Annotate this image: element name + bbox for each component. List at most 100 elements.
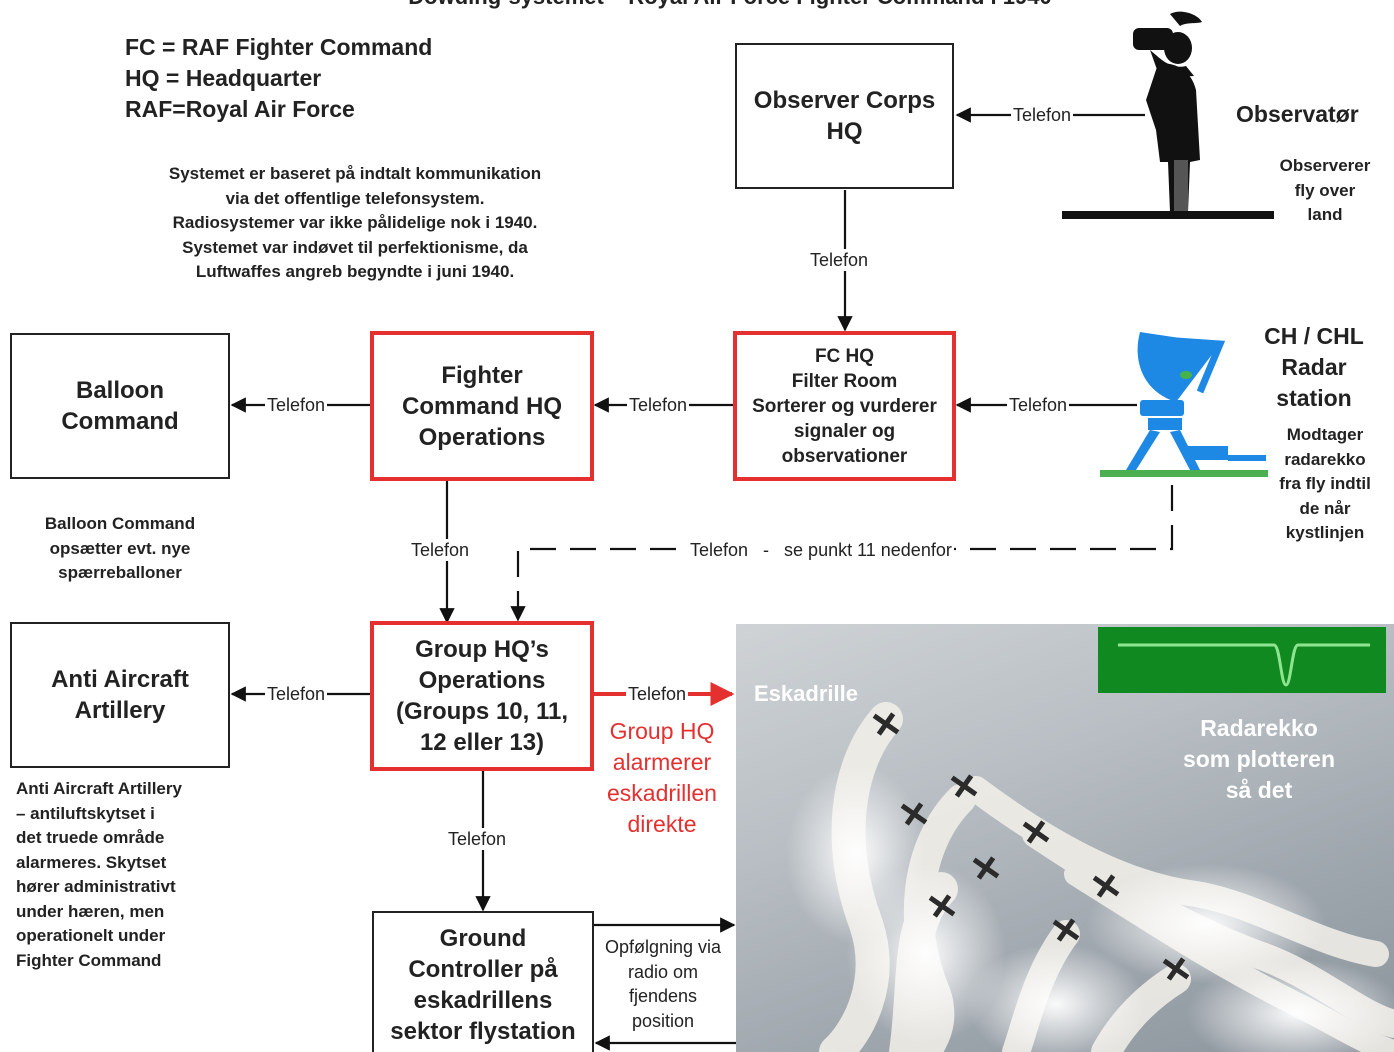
box-line: eskadrillens [413, 987, 553, 1014]
balloon-command-note: Balloon Command opsætter evt. nye spærre… [18, 512, 222, 586]
followup-line: radio om [627, 961, 699, 982]
label-fighter-to-balloon: Telefon [265, 394, 328, 416]
box-line: Balloon [76, 377, 164, 404]
radar-title-line: Radar [1281, 354, 1347, 380]
radar-description-line: radarekko [1284, 449, 1366, 469]
group-alert-line: Group HQ [609, 718, 715, 744]
intro-note-line: Systemet var indøvet til perfektionisme,… [182, 237, 528, 257]
box-line: Sorterer og vurderer [752, 395, 937, 417]
squadron-photo-art [786, 702, 1394, 1052]
label-observer-to-corps: Telefon [1011, 104, 1074, 126]
label-fchq-to-fighter: Telefon [627, 394, 690, 416]
box-line: Operations [418, 667, 546, 694]
balloon-note-line: opsætter evt. nye [49, 538, 191, 558]
aa-note-line: alarmeres. Skytset [16, 852, 167, 872]
box-line: Anti Aircraft [51, 666, 189, 693]
balloon-note-line: Balloon Command [44, 514, 196, 533]
radar-description-line: kystlinjen [1285, 523, 1365, 542]
aa-note-line: operationelt under [16, 926, 166, 945]
aa-note-line: Anti Aircraft Artillery [16, 779, 182, 798]
followup-line: position [631, 1010, 695, 1031]
observer-description-line: land [1307, 205, 1343, 224]
group-alert-line: eskadrillen [607, 780, 717, 806]
box-line: HQ [826, 118, 863, 145]
legend-fc: FC = RAF Fighter Command [125, 34, 433, 60]
label-radar-to-group: Telefon - se punkt 11 nedenfor [688, 539, 954, 561]
radar-description-line: Modtager [1286, 425, 1364, 444]
box-line: Controller på [408, 956, 558, 983]
observer-description: Observerer fly over land [1262, 154, 1388, 228]
group-alert-line: alarmerer [612, 749, 712, 775]
observer-description-line: Observerer [1279, 156, 1371, 175]
box-line: Ground [439, 925, 527, 952]
radar-title-line: CH / CHL [1264, 323, 1364, 349]
radar-station-title: CH / CHL Radar station [1254, 321, 1374, 414]
radar-echo-panel [1098, 627, 1386, 693]
radar-echo-caption-line: så det [1225, 777, 1293, 803]
label-radar-to-fchq: Telefon [1007, 394, 1070, 416]
observer-title: Observatør [1236, 101, 1359, 127]
diagram-title: Dowding-systemet – Royal Air Force Fight… [250, 0, 1210, 10]
box-line: Fighter [441, 361, 523, 389]
abbreviation-legend: FC = RAF Fighter Command HQ = Headquarte… [125, 32, 432, 125]
radar-echo-caption-line: som plotteren [1182, 746, 1336, 772]
intro-note-line: Systemet er baseret på indtalt kommunika… [168, 164, 542, 183]
aircraft-formation [872, 712, 1190, 981]
radar-station-description: Modtager radarekko fra fly indtil de når… [1266, 423, 1384, 546]
box-line: Observer Corps [753, 87, 936, 114]
label-group-to-aa: Telefon [265, 683, 328, 705]
group-alert-note: Group HQ alarmerer eskadrillen direkte [596, 716, 728, 840]
intro-note-line: via det offentlige telefonsystem. [225, 188, 485, 208]
radar-echo-trace [1118, 643, 1370, 687]
box-line: (Groups 10, 11, [395, 698, 569, 725]
group-hq-operations-box: Group HQ’s Operations (Groups 10, 11, 12… [370, 621, 594, 771]
label-fighter-to-group: Telefon [409, 539, 472, 561]
box-line: FC HQ [814, 345, 875, 367]
balloon-note-line: spærreballoner [58, 563, 182, 582]
box-line: Artillery [74, 697, 166, 724]
box-line: Group HQ’s [415, 636, 549, 663]
anti-aircraft-artillery-box: Anti Aircraft Artillery [10, 622, 230, 768]
fighter-command-hq-box: Fighter Command HQ Operations [370, 331, 594, 481]
radar-echo-caption-line: Radarekko [1200, 715, 1318, 741]
anti-aircraft-note: Anti Aircraft Artillery – antiluftskytse… [16, 777, 246, 973]
group-alert-line: direkte [627, 811, 697, 837]
box-line: Operations [418, 423, 546, 451]
box-line: Command HQ [401, 392, 562, 420]
radar-description-line: fra fly indtil [1279, 474, 1371, 493]
aa-note-line: det truede område [16, 828, 165, 847]
box-line: Command [61, 408, 179, 435]
box-line: signaler og [793, 420, 896, 442]
intro-note-line: Radiosystemer var ikke pålidelige nok i … [172, 213, 538, 232]
ground-controller-box: Ground Controller på eskadrillens sektor… [372, 911, 594, 1052]
intro-note: Systemet er baseret på indtalt kommunika… [120, 162, 590, 285]
label-corps-to-fchq: Telefon [808, 249, 871, 271]
aa-note-line: under hæren, men [16, 901, 165, 921]
radar-echo-caption: Radarekko som plotteren så det [1150, 713, 1368, 806]
squadron-photo [736, 624, 1394, 1052]
legend-raf: RAF=Royal Air Force [125, 96, 355, 122]
aa-note-line: hører administrativt [16, 877, 176, 896]
label-group-to-ground: Telefon [446, 828, 509, 850]
aa-note-line: – antiluftskytset i [16, 803, 155, 823]
followup-note: Opfølgning via radio om fjendens positio… [594, 935, 732, 1033]
squadron-label: Eskadrille [754, 681, 858, 706]
radar-description-line: de når [1299, 498, 1351, 518]
intro-note-line: Luftwaffes angreb begyndte i juni 1940. [195, 262, 515, 281]
followup-line: Opfølgning via [604, 937, 722, 957]
box-line: sektor flystation [390, 1018, 576, 1045]
aa-note-line: Fighter Command [16, 950, 162, 970]
box-line: Filter Room [791, 370, 898, 392]
box-line: 12 eller 13) [419, 729, 545, 756]
observer-corps-hq-box: Observer Corps HQ [735, 43, 954, 189]
legend-hq: HQ = Headquarter [125, 65, 322, 91]
balloon-command-box: Balloon Command [10, 333, 230, 479]
label-group-to-squadron: Telefon [626, 683, 689, 705]
smoke-puffs [786, 764, 1394, 1052]
fc-hq-filter-room-box: FC HQ Filter Room Sorterer og vurderer s… [733, 331, 956, 481]
followup-line: fjendens [628, 986, 698, 1006]
observer-description-line: fly over [1294, 180, 1356, 200]
radar-title-line: station [1276, 385, 1352, 411]
box-line: observationer [781, 445, 908, 467]
